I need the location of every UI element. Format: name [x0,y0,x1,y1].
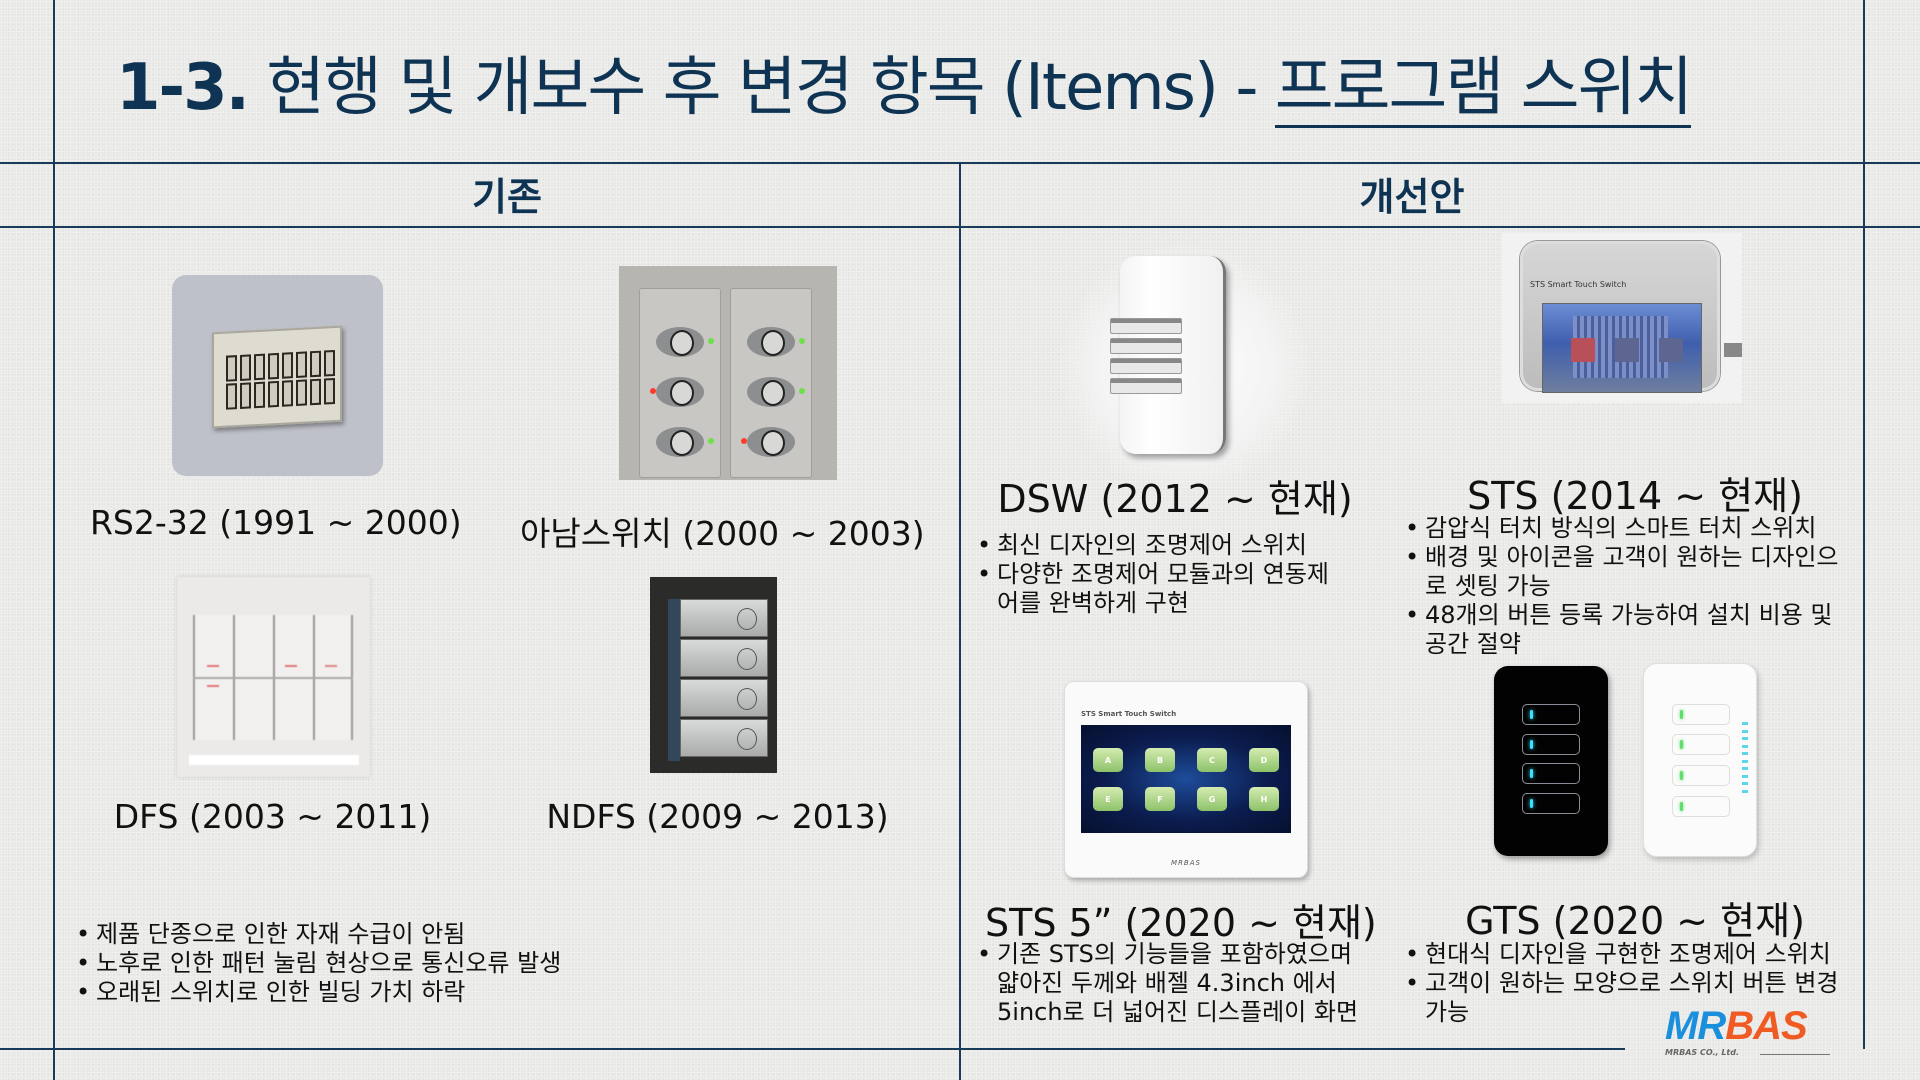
sts-touch-switch-image: STS Smart Touch Switch [1502,233,1742,403]
existing-issue-item: 오래된 스위치로 인한 빌딩 가치 하락 [76,978,596,1007]
sts5-feature-item: 기존 STS의 기능들을 포함하였으며 얇아진 두께와 배젤 4.3inch 에… [977,940,1367,1027]
existing-issue-item: 노후로 인한 패턴 눌림 현상으로 통신오류 발생 [76,949,596,978]
dfs-switch-image [177,577,370,777]
product-name-ndfs: NDFS (2009 ~ 2013) [546,797,889,836]
product-name-dfs: DFS (2003 ~ 2011) [113,797,432,836]
sts5-brand-mark: MRBAS [1171,859,1201,867]
product-name-anam: 아남스위치 (2000 ~ 2003) [520,514,925,553]
sts5-screen-label: STS Smart Touch Switch [1081,710,1177,718]
sts5-screen-button-g: G [1197,787,1227,811]
dsw-feature-list: 최신 디자인의 조명제어 스위치 다양한 조명제어 모듈과의 연동제어를 완벽하… [977,531,1347,618]
gts-feature-item: 현대식 디자인을 구현한 조명제어 스위치 [1405,940,1860,969]
product-name-rs2-32: RS2-32 (1991 ~ 2000) [90,503,462,542]
sts5-touch-switch-image: STS Smart Touch Switch A B C D E F G H M… [1064,681,1308,878]
logo-underline [1760,1054,1830,1055]
product-name-sts: STS (2014 ~ 현재) [1467,474,1803,518]
product-name-dsw: DSW (2012 ~ 현재) [997,477,1353,521]
ndfs-switch-image [650,577,777,773]
column-divider [959,162,961,1080]
sts-feature-item: 48개의 버튼 등록 가능하여 설치 비용 및 공간 절약 [1405,601,1855,659]
page-title: 1-3. 현행 및 개보수 후 변경 항목 (Items) - 프로그램 스위치 [116,36,1693,128]
sts5-screen-button-f: F [1145,787,1175,811]
logo-mr: MR [1665,1004,1726,1048]
sts-feature-item: 감압식 터치 방식의 스마트 터치 스위치 [1405,514,1855,543]
title-highlight: 프로그램 스위치 [1274,51,1693,128]
gts-white-switch-image [1643,663,1757,857]
sts5-screen-button-h: H [1249,787,1279,811]
sts-screen-label: STS Smart Touch Switch [1530,280,1627,289]
logo-bas: BAS [1725,1004,1807,1048]
frame-left-line [53,0,55,1080]
title-number: 1-3. [116,51,250,125]
existing-issues-list: 제품 단종으로 인한 자재 수급이 안됨 노후로 인한 패턴 눌림 현상으로 통… [76,920,596,1007]
gts-feature-list: 현대식 디자인을 구현한 조명제어 스위치 고객이 원하는 모양으로 스위치 버… [1405,940,1860,1027]
gts-black-switch-image [1494,666,1608,856]
sts5-screen-button-e: E [1093,787,1123,811]
frame-right-line [1863,0,1865,1049]
sts-feature-list: 감압식 터치 방식의 스마트 터치 스위치 배경 및 아이콘을 고객이 원하는 … [1405,514,1855,659]
dsw-switch-image [1110,256,1226,454]
rs2-32-switch-image [172,275,383,476]
sts5-screen-button-c: C [1197,748,1227,772]
logo-company-name: MRBAS CO., Ltd. [1665,1048,1740,1057]
product-name-gts: GTS (2020 ~ 현재) [1465,899,1805,943]
sts5-feature-list: 기존 STS의 기능들을 포함하였으며 얇아진 두께와 배젤 4.3inch 에… [977,940,1367,1027]
sts5-screen-button-d: D [1249,748,1279,772]
dsw-feature-item: 다양한 조명제어 모듈과의 연동제어를 완벽하게 구현 [977,560,1347,618]
column-header-existing: 기존 [472,175,542,219]
footer-rule [0,1048,1625,1050]
sts-feature-item: 배경 및 아이콘을 고객이 원하는 디자인으로 셋팅 가능 [1405,543,1855,601]
title-text: 현행 및 개보수 후 변경 항목 (Items) - [266,51,1275,125]
dsw-feature-item: 최신 디자인의 조명제어 스위치 [977,531,1347,560]
sts5-screen-button-a: A [1093,748,1123,772]
product-name-sts5: STS 5” (2020 ~ 현재) [985,901,1377,945]
column-header-improved: 개선안 [1359,175,1465,219]
existing-issue-item: 제품 단종으로 인한 자재 수급이 안됨 [76,920,596,949]
sts5-screen-button-b: B [1145,748,1175,772]
mrbas-logo: MRBAS MRBAS CO., Ltd. [1665,1004,1830,1057]
gts-feature-item: 고객이 원하는 모양으로 스위치 버튼 변경 가능 [1405,969,1860,1027]
anam-switch-image [619,266,837,480]
